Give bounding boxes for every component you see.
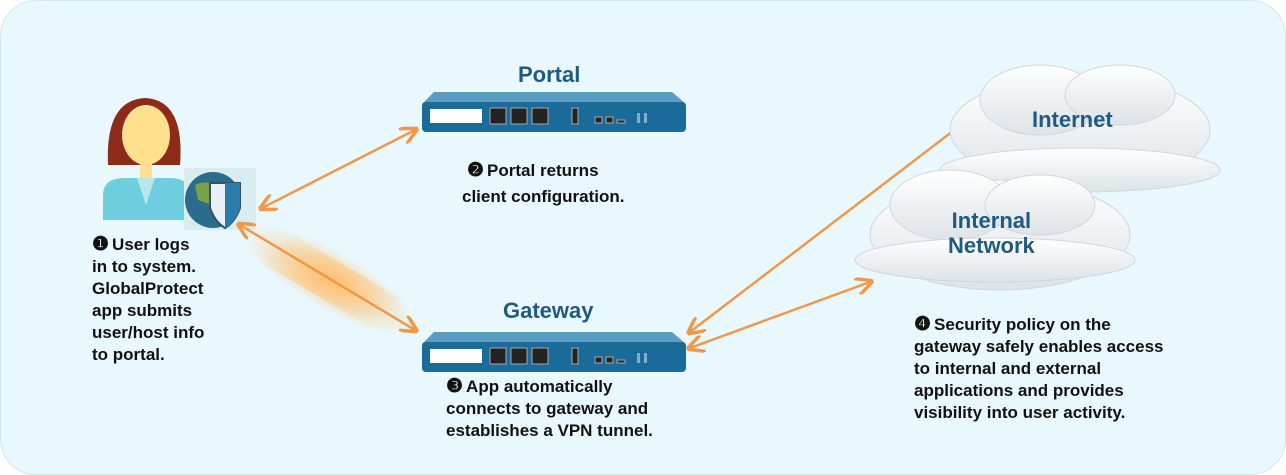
internet-title: Internet: [1032, 107, 1113, 132]
gateway-title: Gateway: [503, 298, 594, 323]
step-2-marker: ❷: [467, 160, 485, 181]
arrow-gateway-internal: [690, 282, 870, 348]
portal-title: Portal: [518, 62, 581, 87]
network-title-line: Network: [948, 233, 1035, 258]
user-icon: [103, 98, 190, 220]
portal-firewall-icon: [422, 92, 686, 132]
step-1-marker: ❶: [92, 234, 110, 255]
internal-network-title: Internal Network: [948, 208, 1035, 258]
gateway-firewall-icon: [422, 332, 686, 372]
step-4-marker: ❹: [914, 314, 932, 335]
arrow-user-portal: [262, 130, 415, 208]
arrow-user-gateway: [240, 225, 415, 330]
internal-title-line: Internal: [951, 208, 1032, 233]
connection-arrows: [240, 118, 970, 348]
step-3-marker: ❸: [446, 376, 464, 397]
internal-network-cloud-icon: [854, 169, 1136, 291]
